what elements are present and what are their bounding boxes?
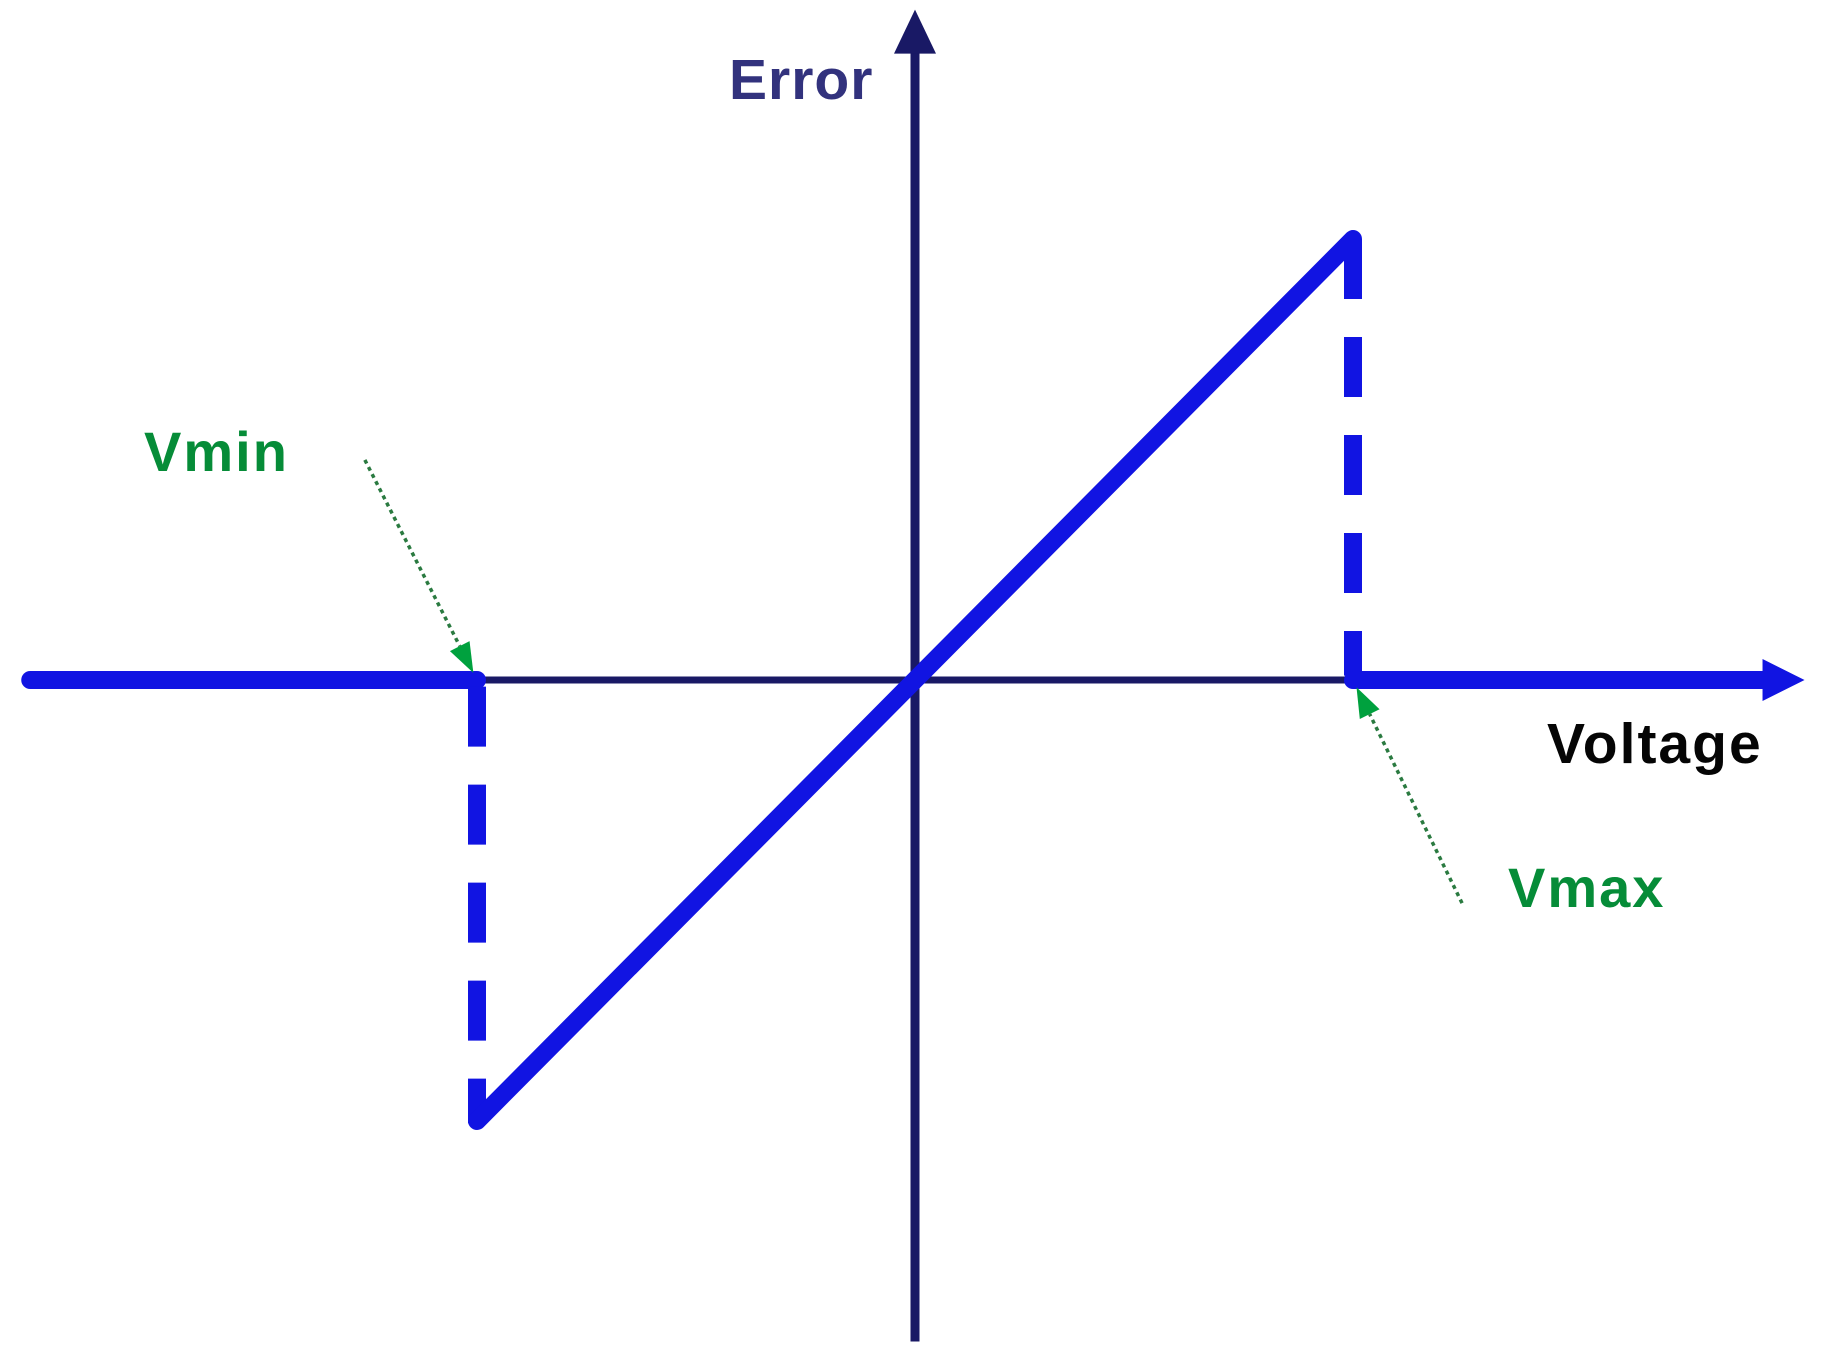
x-axis-arrowhead-icon xyxy=(1762,659,1805,701)
vmin-arrowhead-icon xyxy=(449,641,474,673)
x-axis-label: Voltage xyxy=(1547,712,1763,776)
y-axis-arrowhead-icon xyxy=(894,9,936,54)
vmax-pointer-line xyxy=(1368,713,1464,904)
y-axis-label: Error xyxy=(729,48,874,112)
vmin-annotation-label: Vmin xyxy=(144,420,289,483)
vmin-pointer-line xyxy=(363,459,462,647)
vmax-annotation-label: Vmax xyxy=(1508,856,1666,919)
vmax-arrowhead-icon xyxy=(1356,687,1380,719)
linear-region-line xyxy=(468,230,1362,1130)
